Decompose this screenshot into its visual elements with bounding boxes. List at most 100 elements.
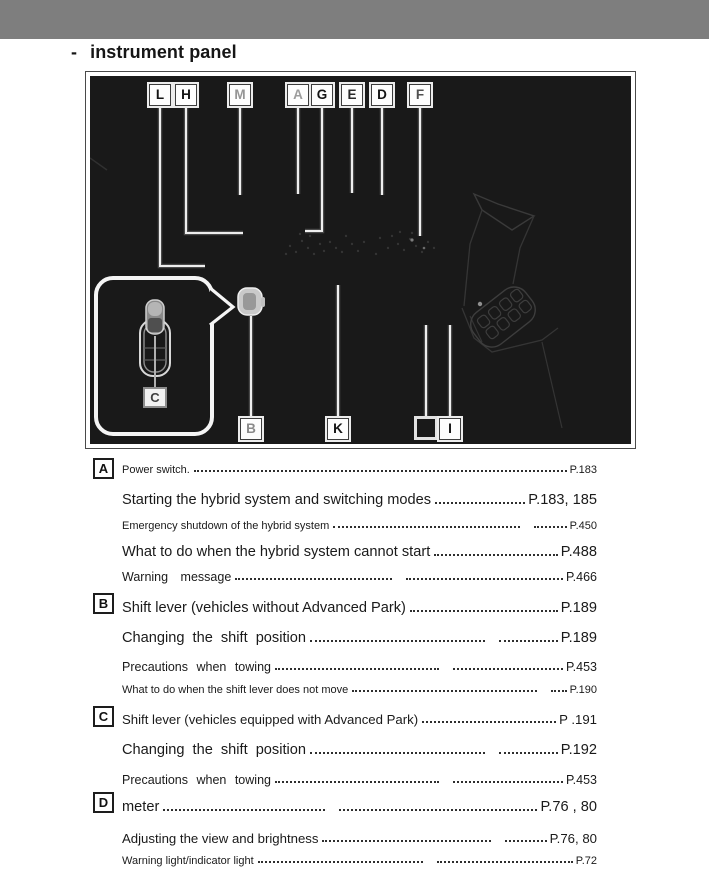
index-letter-box: A <box>93 458 114 479</box>
entry-label: Power switch. <box>122 464 190 476</box>
index-entry-sub: What to do when the shift lever does not… <box>93 680 597 696</box>
dotted-leader <box>339 809 538 811</box>
callout-letter: M <box>234 87 246 102</box>
shift-lever-icon <box>139 299 171 387</box>
dotted-leader <box>499 640 558 642</box>
callout-letter: L <box>155 87 165 102</box>
entry-label: Changing the shift position <box>122 742 306 758</box>
page-ref: P.189 <box>560 600 597 616</box>
page-ref: P.192 <box>560 742 597 758</box>
dotted-leader <box>235 578 393 580</box>
entry-label: Precautions when towing <box>122 773 271 787</box>
callout-letter: C <box>150 390 160 405</box>
page-ref: P.76, 80 <box>549 831 597 846</box>
dotted-leader <box>322 840 491 842</box>
page-ref: P .191 <box>559 712 597 727</box>
dotted-leader <box>274 668 440 670</box>
dotted-leader <box>422 721 557 723</box>
leader-line-G <box>305 106 323 232</box>
index-entry-sub: Precautions when towing P.453 <box>93 656 597 674</box>
callout-letter: F <box>415 87 425 102</box>
dotted-leader <box>333 526 520 528</box>
index-letter: A <box>98 461 109 476</box>
entry-label: Warning light/indicator light <box>122 855 254 867</box>
callout-letter: H <box>181 87 191 102</box>
callout-letter: G <box>316 87 328 102</box>
callout-box-A: A <box>285 82 311 108</box>
shift-knob-icon <box>237 287 265 316</box>
index-entry-sub: Adjusting the view and brightness P.76, 8… <box>93 827 597 846</box>
entry-label: Precautions when towing <box>122 660 271 674</box>
callout-box-D: D <box>369 82 395 108</box>
callout-box-L: L <box>147 82 173 108</box>
page-ref: P.190 <box>569 684 597 696</box>
index-entry-sub: Warning message P.466 <box>93 566 597 584</box>
dotted-leader <box>406 578 563 580</box>
callout-box-B: B <box>238 416 264 442</box>
callout-letter: B <box>246 421 256 436</box>
entry-label: What to do when the hybrid system cannot… <box>122 544 431 560</box>
dotted-leader <box>435 502 526 504</box>
page-ref: P.183, 185 <box>528 492 597 508</box>
page-ref: P.453 <box>565 773 597 787</box>
callout-box-H: H <box>173 82 199 108</box>
index-letter: C <box>98 709 109 724</box>
callout-box-M: M <box>227 82 253 108</box>
index-entry-main: B Shift lever (vehicles without Advanced … <box>93 593 597 616</box>
top-bar <box>0 0 709 39</box>
callout-letter: A <box>293 87 303 102</box>
page-ref: P.466 <box>565 570 597 584</box>
callout-letter: K <box>333 421 343 436</box>
callout-box-G: G <box>309 82 335 108</box>
page-ref: P.76 , 80 <box>540 799 597 815</box>
callout-box-K: K <box>325 416 351 442</box>
dotted-leader <box>193 470 567 472</box>
dotted-leader <box>453 781 563 783</box>
diagram-art <box>90 106 563 436</box>
callout-letter: D <box>377 87 387 102</box>
leader-line-H <box>185 106 243 234</box>
dotted-leader <box>499 752 558 754</box>
dotted-leader <box>434 554 558 556</box>
callout-letter: E <box>347 87 357 102</box>
callout-box-blank <box>414 416 438 440</box>
dotted-leader <box>310 640 486 642</box>
index-letter-box: D <box>93 792 114 813</box>
page-ref: P.450 <box>569 520 597 532</box>
leader-line-L <box>159 106 205 267</box>
page-ref: P.453 <box>565 660 597 674</box>
dotted-leader <box>437 861 573 863</box>
dotted-leader <box>533 526 567 528</box>
dotted-leader <box>163 809 326 811</box>
entry-label: Warning message <box>122 570 232 584</box>
dotted-leader <box>274 781 440 783</box>
index-letter-box: B <box>93 593 114 614</box>
heading-dash: - <box>71 42 78 62</box>
dotted-leader <box>257 861 424 863</box>
entry-label: Adjusting the view and brightness <box>122 831 319 846</box>
callout-pointer <box>208 286 236 327</box>
dotted-leader <box>504 840 547 842</box>
callout-box-C: C <box>143 387 167 408</box>
entry-label: Shift lever (vehicles without Advanced P… <box>122 600 406 616</box>
dotted-leader <box>409 610 558 612</box>
index-entry-sub: Precautions when towing P.453 <box>93 769 597 787</box>
callout-box-I: I <box>437 416 463 442</box>
dotted-leader <box>550 690 567 692</box>
index-entry-main: C Shift lever (vehicles equipped with Adv… <box>93 706 597 727</box>
index-letter: D <box>98 795 109 810</box>
callout-box-E: E <box>339 82 365 108</box>
index-entry-sub: Changing the shift position P.192 <box>93 737 597 758</box>
entry-label: Shift lever (vehicles equipped with Adva… <box>122 712 419 727</box>
page-title: instrument panel <box>90 42 237 62</box>
index-letter: B <box>98 596 109 611</box>
index-letter-box: C <box>93 706 114 727</box>
page-heading: - instrument panel <box>71 42 237 63</box>
index-entry-sub: What to do when the hybrid system cannot… <box>93 539 597 560</box>
